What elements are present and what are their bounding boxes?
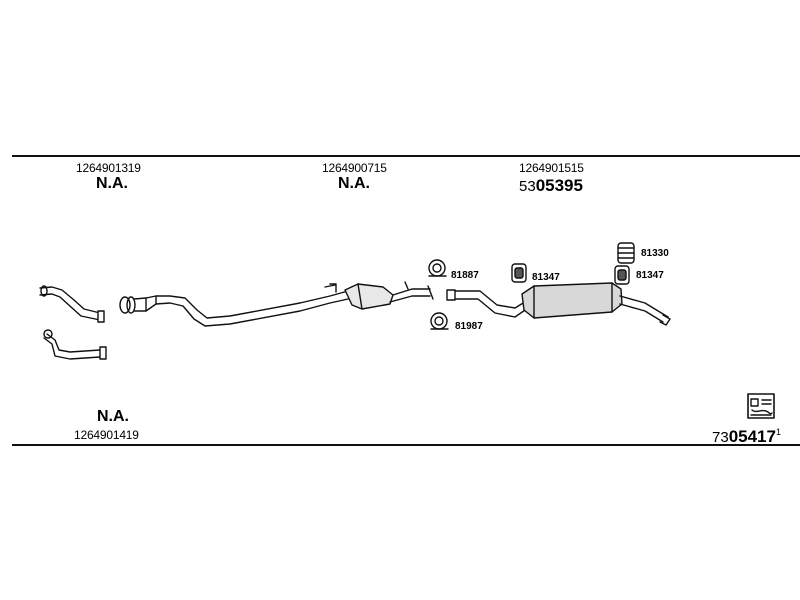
top-divider-line xyxy=(12,155,800,157)
middle-silencer xyxy=(344,281,434,310)
rear-pipe xyxy=(446,289,529,318)
part-ref-2: 1264900715 xyxy=(322,161,387,175)
front-downpipe-lower xyxy=(43,329,107,360)
diagram-code-main: 05417 xyxy=(728,427,776,446)
diagram-code-suffix: 1 xyxy=(775,427,781,437)
bottom-part-status: N.A. xyxy=(97,408,129,425)
part-status-2: N.A. xyxy=(338,175,370,192)
label-hanger-rear: 81347 xyxy=(636,270,664,281)
clamp-lower-icon xyxy=(430,312,449,330)
catalog-reference-icon xyxy=(747,393,775,419)
part-code-3-prefix: 53 xyxy=(519,178,536,195)
label-mount-top: 81330 xyxy=(641,248,669,259)
part-ref-3: 1264901515 xyxy=(519,161,584,175)
label-clamp-lower: 81987 xyxy=(455,321,483,332)
rear-silencer xyxy=(521,282,671,326)
diagram-code: 73054171 xyxy=(712,427,781,447)
bottom-divider-line xyxy=(12,444,800,446)
part-code-3-main: 05395 xyxy=(535,176,583,195)
clamp-upper-icon xyxy=(428,259,447,277)
hanger-mid-icon xyxy=(511,263,527,283)
label-clamp-upper: 81887 xyxy=(451,270,479,281)
part-code-3: 5305395 xyxy=(519,176,583,196)
centre-pipe xyxy=(119,283,349,327)
front-downpipe-upper xyxy=(39,285,105,323)
mount-top-icon xyxy=(617,242,635,264)
label-hanger-mid: 81347 xyxy=(532,272,560,283)
hanger-rear-icon xyxy=(614,265,630,285)
bottom-part-ref: 1264901419 xyxy=(74,428,139,442)
part-status-1: N.A. xyxy=(96,175,128,192)
diagram-code-prefix: 73 xyxy=(712,429,729,446)
part-ref-1: 1264901319 xyxy=(76,161,141,175)
